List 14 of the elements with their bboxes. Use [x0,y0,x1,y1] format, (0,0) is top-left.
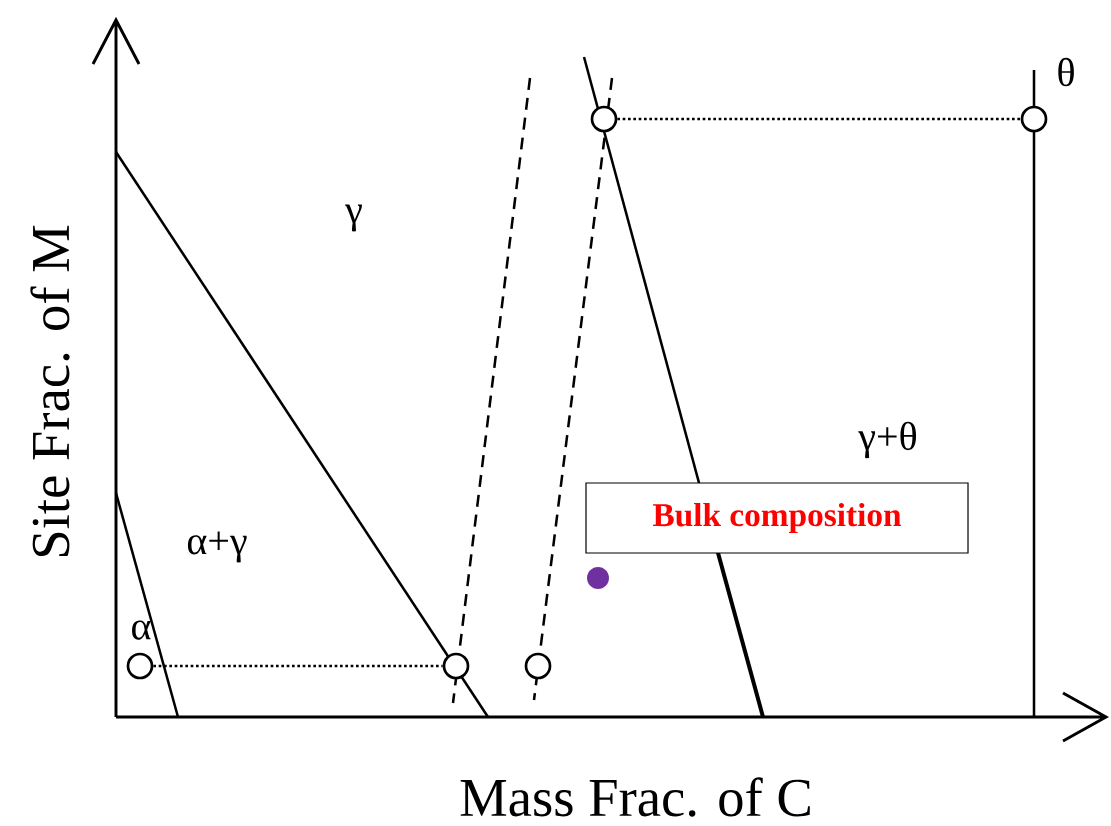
tie-point [1020,105,1048,133]
tie-point [442,652,470,680]
axis-label: Mass Frac. of C [460,777,810,817]
tie-point [590,105,618,133]
phase-label: α [132,620,151,640]
axis-label: Site Frac. of M [30,225,70,557]
tie-line [617,117,1021,121]
tie-point [524,652,552,680]
phase-label: γ [345,204,362,232]
tie-line [153,664,443,668]
phase-label: θ [1058,57,1074,87]
tie-point [126,652,154,680]
text-box: Bulk composition [585,482,969,554]
phase-label: α+γ [187,531,247,563]
